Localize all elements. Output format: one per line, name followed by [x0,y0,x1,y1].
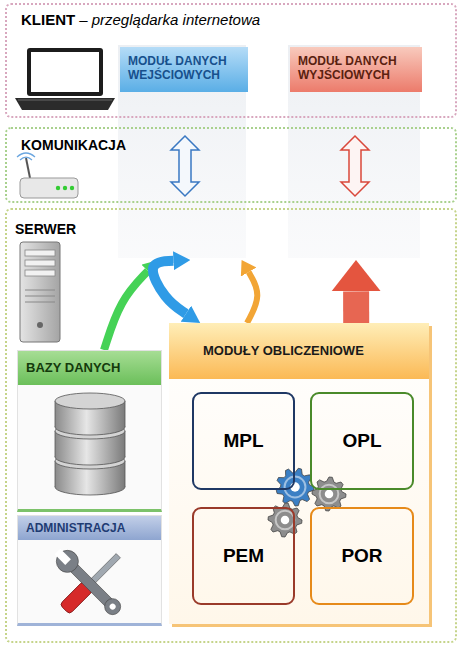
flow-arrow [153,261,186,314]
router-icon [17,153,78,198]
flow-arrow [247,272,257,323]
input-module: MODUŁ DANYCH WEJŚCIOWYCH [120,47,248,260]
database-box: BAZY DANYCH [17,350,162,512]
process-box: OPL [310,392,414,490]
region-title: KOMUNIKACJA [21,137,126,153]
flow-arrow [104,271,148,350]
server-tower-icon [20,242,60,342]
input-double-arrow [171,136,199,196]
module-label: POR [341,545,382,567]
client-region: KLIENT– przeglądarka internetowaMODUŁ DA… [5,3,457,118]
module-label: MPL [223,430,263,452]
communication-region: KOMUNIKACJA [5,127,457,203]
module-header: MODUŁ DANYCH WYJŚCIOWYCH [290,47,422,92]
process-box: POR [310,507,414,605]
module-header: MODUŁ DANYCH WEJŚCIOWYCH [120,47,248,92]
region-title: – przeglądarka internetowa [79,11,260,28]
output-module: MODUŁ DANYCH WYJŚCIOWYCH [290,47,422,260]
box-header: MODUŁY OBLICZENIOWE [169,323,429,379]
box-header: BAZY DANYCH [18,351,161,385]
region-title: KLIENT [21,11,75,28]
computation-modules-box: MODUŁY OBLICZENIOWE MPL OPL PEM POR [169,323,429,624]
process-box: MPL [192,392,295,490]
laptop-icon [15,48,115,110]
module-label: OPL [342,430,381,452]
output-double-arrow [341,136,369,196]
flow-arrow [343,291,369,323]
box-header: ADMINISTRACJA [18,516,161,540]
administration-box: ADMINISTRACJA [17,515,162,626]
process-box: PEM [192,507,295,605]
module-label: PEM [223,545,264,567]
region-title: SERWER [15,221,76,237]
server-region: SERWER BAZY DANYCH ADMINISTRACJA MODUŁY OBL… [5,208,457,643]
